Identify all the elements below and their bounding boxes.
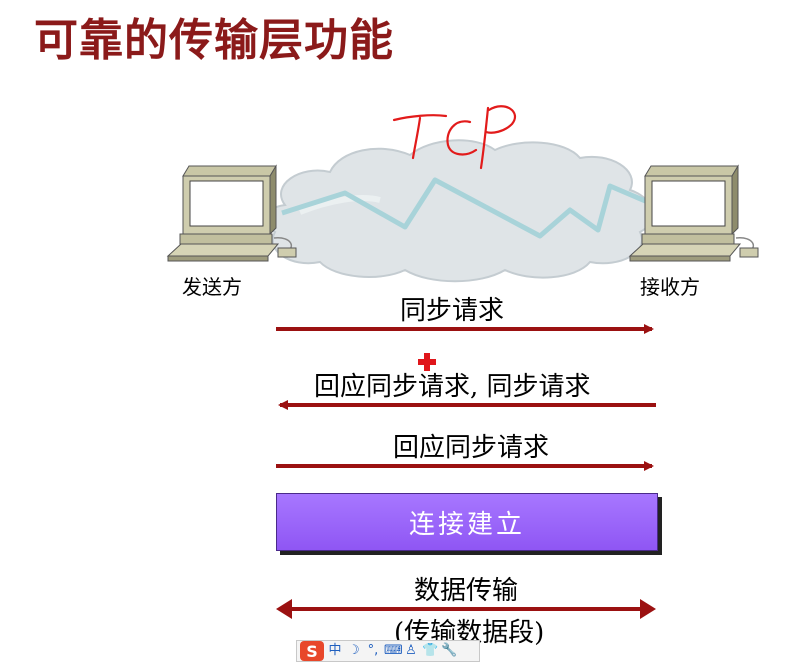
data-transfer-label: 数据传输 xyxy=(414,576,519,606)
receiver-label: 接收方 xyxy=(640,275,700,299)
handwritten-tcp xyxy=(392,105,516,170)
receiver-computer-icon xyxy=(628,164,759,262)
network-cloud-icon xyxy=(263,139,654,283)
slide-title: 可靠的传输层功能 xyxy=(34,15,394,66)
ime-toolbar[interactable]: S 中 ☽ °, ⌨ ♙ 👕 🔧 xyxy=(296,640,480,662)
user-icon[interactable]: ♙ xyxy=(405,643,417,658)
arrow-data-transfer xyxy=(276,599,656,619)
step-ack-label: 回应同步请求 xyxy=(393,433,550,463)
sender-label: 发送方 xyxy=(182,275,242,299)
moon-icon[interactable]: ☽ xyxy=(348,643,360,658)
connection-established-box: 连接建立 xyxy=(276,493,658,551)
step-sync-ack-sync-label: 回应同步请求, 同步请求 xyxy=(314,372,591,402)
punctuation-icon[interactable]: °, xyxy=(367,643,379,658)
sogou-logo-icon[interactable]: S xyxy=(300,641,324,661)
step-sync-request-label: 同步请求 xyxy=(400,296,505,326)
keyboard-icon[interactable]: ⌨ xyxy=(384,643,403,658)
sender-computer-icon xyxy=(166,164,297,262)
wrench-icon[interactable]: 🔧 xyxy=(441,643,458,658)
network-link-line xyxy=(281,177,651,239)
shirt-icon[interactable]: 👕 xyxy=(422,643,439,658)
cursor-cross-icon xyxy=(418,353,436,371)
ime-mode-toggle[interactable]: 中 xyxy=(328,643,342,658)
